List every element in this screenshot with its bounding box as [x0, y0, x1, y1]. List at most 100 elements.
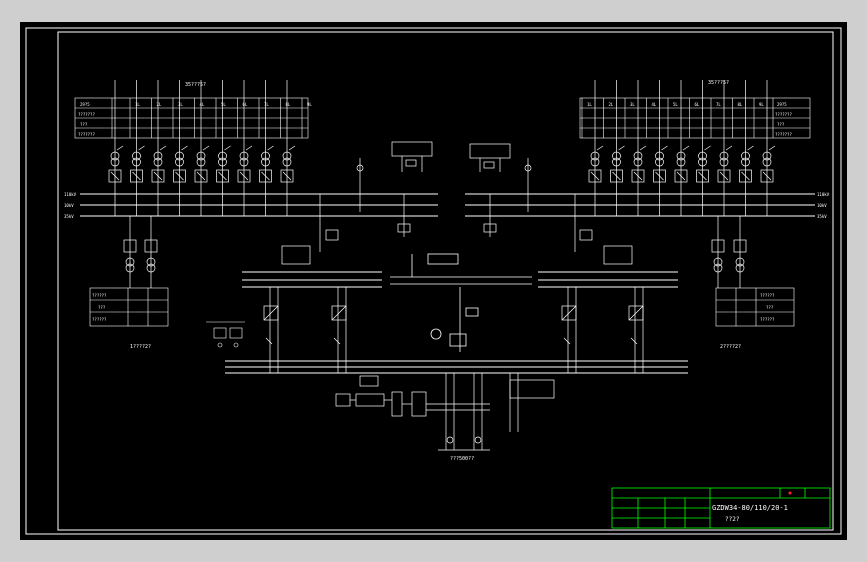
right-lower-row-1: ??????	[760, 293, 775, 298]
left-table-col-9: 9L	[307, 102, 312, 107]
middle-right-busbars	[538, 271, 678, 288]
left-feeder-6[interactable]	[216, 80, 231, 216]
right-feeder-3[interactable]	[631, 80, 647, 216]
left-feeder-3[interactable]	[151, 80, 167, 216]
left-feeder-8[interactable]	[259, 80, 274, 216]
right-table-col-5: 5L	[673, 102, 678, 107]
left-feeder-1[interactable]	[108, 80, 124, 216]
left-busbars	[80, 193, 438, 217]
left-lower-row-1: ??????	[92, 293, 107, 298]
right-table-row-3: ???	[777, 122, 785, 127]
left-feeder-5[interactable]	[194, 80, 210, 216]
left-drop-feeders	[123, 216, 158, 288]
left-table-col-2: 2L	[157, 102, 162, 107]
right-drop-2[interactable]	[733, 216, 747, 288]
left-lower-row-2: ???	[98, 305, 106, 310]
right-table-row-4: ???????	[775, 132, 792, 137]
right-feeder-1[interactable]	[588, 80, 604, 216]
left-table-row-2: ???????	[78, 112, 95, 117]
right-bus-label-3: 35kV	[817, 214, 827, 219]
drawing-name: ??2?	[725, 516, 740, 523]
bus-coupler-right	[483, 194, 593, 252]
right-feeder-4[interactable]	[653, 80, 668, 216]
right-bus-label-2: 10kV	[817, 203, 827, 208]
right-table-col-7: 7L	[716, 102, 721, 107]
left-table-col-4: 4L	[200, 102, 205, 107]
right-table-row-1: 29?5	[777, 102, 787, 107]
left-feeder-2[interactable]	[130, 80, 145, 216]
right-table-columns: 1L 2L 3L 4L 5L 6L 7L 8L 9L	[581, 98, 764, 138]
bottom-label: ???500??	[450, 456, 474, 462]
left-bus-label-2: 10kV	[64, 203, 74, 208]
right-feeder-6[interactable]	[696, 80, 711, 216]
right-feeder-9[interactable]	[760, 80, 776, 216]
right-drop-feeders	[711, 216, 747, 288]
single-line-diagram[interactable]: 35???5? 35???5? 29?5 ??????? ??? ???????…	[20, 22, 847, 540]
right-feeder-5[interactable]	[674, 80, 690, 216]
right-bus-label-1: 110kV	[817, 192, 830, 197]
right-table-col-3: 3L	[630, 102, 635, 107]
left-station-transformer	[281, 245, 633, 265]
right-table-col-9: 9L	[759, 102, 764, 107]
bus-coupler-left	[319, 194, 411, 252]
title-block-marker	[788, 491, 792, 495]
left-table-col-3: 3L	[178, 102, 183, 107]
left-table-row-3: ???	[80, 122, 88, 127]
inner-frame	[57, 31, 834, 531]
left-table-row-4: ???????	[78, 132, 95, 137]
left-group-label: 35???5?	[185, 82, 206, 88]
middle-left-busbars	[242, 271, 382, 288]
outer-frame	[25, 27, 842, 535]
right-table-col-6: 6L	[695, 102, 700, 107]
left-feeder-4[interactable]	[173, 80, 188, 216]
right-feeder-table	[579, 97, 811, 139]
right-feeder-8[interactable]	[739, 80, 754, 216]
right-group-label: 35???5?	[708, 80, 729, 86]
left-feeder-table	[74, 97, 309, 139]
left-table-col-8: 8L	[286, 102, 291, 107]
right-table-col-8: 8L	[738, 102, 743, 107]
right-lower-table	[715, 287, 795, 327]
rectifier-3[interactable]	[561, 287, 577, 373]
left-table-col-5: 5L	[221, 102, 226, 107]
title-block[interactable]	[611, 487, 831, 529]
right-drop-1[interactable]	[711, 216, 725, 288]
left-drop-1[interactable]	[123, 216, 137, 288]
drawing-number: GZDW34-80/110/20-1	[712, 504, 788, 512]
rectifier-1[interactable]	[263, 287, 279, 373]
left-bus-label-3: 35kV	[64, 214, 74, 219]
right-lower-row-2: ???	[766, 305, 774, 310]
right-feeder-7[interactable]	[717, 80, 733, 216]
middle-tie	[390, 253, 532, 352]
left-lower-row-3: ??????	[92, 317, 107, 322]
right-table-row-2: ???????	[775, 112, 792, 117]
left-table-col-1: 1L	[135, 102, 140, 107]
left-bus-label-1: 110kV	[64, 192, 77, 197]
left-aux-panel	[206, 321, 245, 348]
right-feeders	[588, 80, 776, 216]
rectifier-2[interactable]	[331, 287, 347, 373]
left-feeders	[108, 80, 296, 216]
left-feeder-7[interactable]	[237, 80, 253, 216]
right-table-col-4: 4L	[652, 102, 657, 107]
left-lower-table	[89, 287, 169, 327]
dc-busbars	[225, 360, 688, 374]
right-table-col-2: 2L	[609, 102, 614, 107]
right-busbars	[465, 193, 815, 217]
left-table-col-7: 7L	[264, 102, 269, 107]
right-feeder-2[interactable]	[610, 80, 625, 216]
rectifier-4[interactable]	[628, 287, 644, 373]
left-table-row-1: 29?5	[80, 102, 90, 107]
right-pt-unit	[469, 143, 532, 212]
right-bottom-label: 2????2?	[720, 344, 741, 350]
left-table-col-6: 6L	[243, 102, 248, 107]
drawing-area[interactable]: 35???5? 35???5? 29?5 ??????? ??? ???????…	[20, 22, 847, 540]
left-pt-unit	[356, 141, 433, 212]
right-lower-row-3: ??????	[760, 317, 775, 322]
charger-chain	[335, 373, 555, 451]
left-table-columns: 1L 2L 3L 4L 5L 6L 7L 8L 9L	[129, 98, 312, 138]
left-drop-2[interactable]	[144, 216, 158, 288]
right-table-col-1: 1L	[587, 102, 592, 107]
left-feeder-9[interactable]	[280, 80, 296, 216]
